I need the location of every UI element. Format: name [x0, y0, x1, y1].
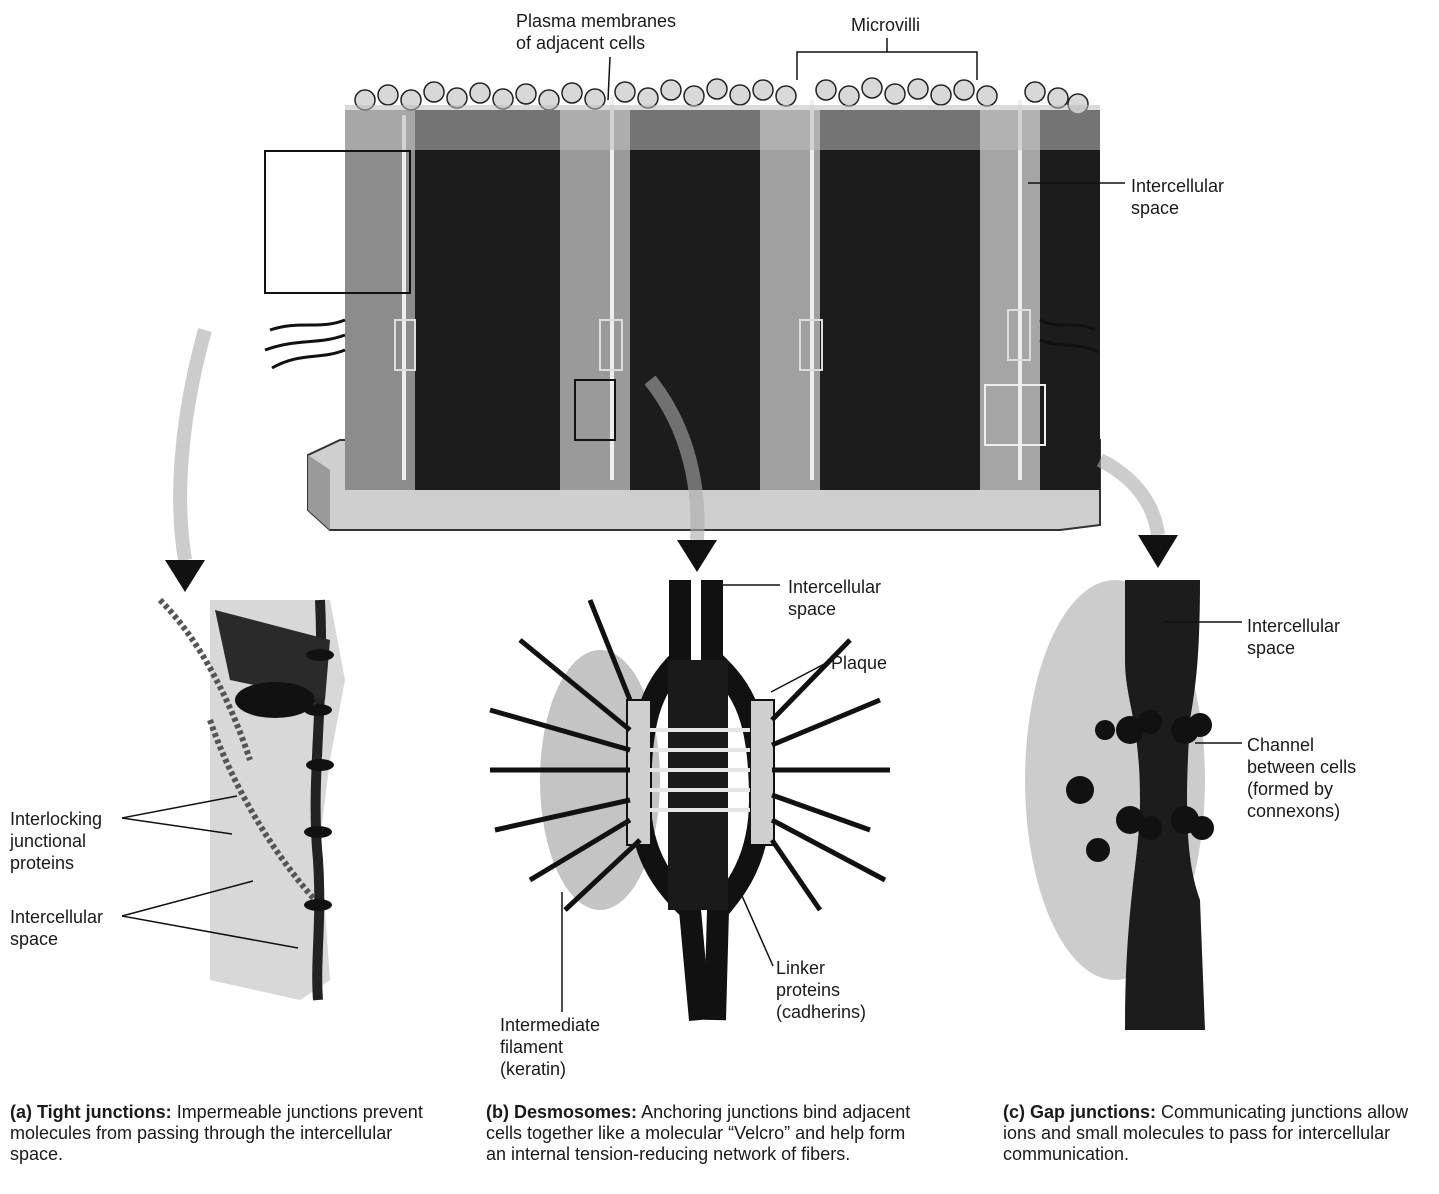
linker-proteins-label: Linker proteins (cadherins)	[776, 957, 866, 1023]
caption-b-prefix: (b)	[486, 1102, 509, 1122]
epithelium-block	[265, 78, 1100, 530]
caption-a: (a) Tight junctions: Impermeable junctio…	[10, 1102, 440, 1165]
caption-a-title: Tight junctions:	[37, 1102, 172, 1122]
intermediate-filament-label: Intermediate filament (keratin)	[500, 1014, 600, 1080]
microvilli-label: Microvilli	[851, 14, 920, 36]
caption-c-prefix: (c)	[1003, 1102, 1025, 1122]
top-intercellular-space-label: Intercellular space	[1131, 175, 1224, 219]
interlocking-proteins-label: Interlocking junctional proteins	[10, 808, 102, 874]
a-intercellular-space-label: Intercellular space	[10, 906, 103, 950]
caption-a-prefix: (a)	[10, 1102, 32, 1122]
caption-b-title: Desmosomes:	[514, 1102, 637, 1122]
gap-junction-illustration	[1025, 580, 1214, 1030]
caption-c-title: Gap junctions:	[1030, 1102, 1156, 1122]
channel-label: Channel between cells (formed by connexo…	[1247, 734, 1356, 822]
c-intercellular-space-label: Intercellular space	[1247, 615, 1340, 659]
b-intercellular-space-label: Intercellular space	[788, 576, 881, 620]
caption-b: (b) Desmosomes: Anchoring junctions bind…	[486, 1102, 916, 1165]
caption-c: (c) Gap junctions: Communicating junctio…	[1003, 1102, 1433, 1165]
plasma-membranes-label: Plasma membranes of adjacent cells	[516, 10, 676, 54]
plaque-label: Plaque	[831, 652, 887, 674]
desmosome-illustration	[490, 580, 890, 1020]
